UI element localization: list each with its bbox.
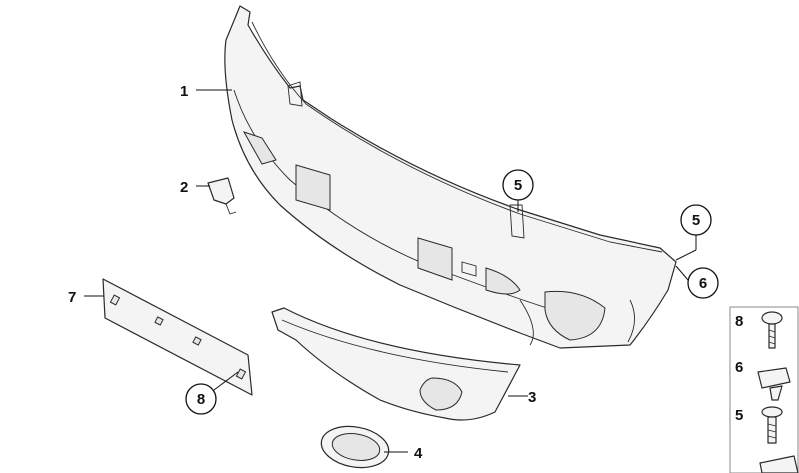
callout-1: 1 <box>180 83 188 100</box>
legend-label-6: 6 <box>735 359 743 376</box>
callout-4: 4 <box>414 445 423 462</box>
callout-circle-5a <box>502 169 534 201</box>
leader-8 <box>213 371 239 391</box>
lower-trim-part[interactable] <box>271 307 521 421</box>
nut-icon <box>759 455 799 473</box>
clip-6-icon <box>757 367 791 401</box>
screw-8-icon <box>761 311 783 349</box>
leader-6 <box>675 265 689 281</box>
screw-5-icon <box>761 406 783 444</box>
legend-box <box>729 306 799 473</box>
fastener-legend: 8 6 5 <box>729 306 799 473</box>
callout-circle-5b <box>680 204 712 236</box>
leader-5b-tail <box>675 249 697 261</box>
callout-7: 7 <box>68 289 76 306</box>
callout-circle-8 <box>185 383 217 415</box>
callout-5a: 5 <box>514 177 522 194</box>
fog-ring-part[interactable] <box>318 421 392 472</box>
legend-label-5: 5 <box>735 407 743 424</box>
bumper-part[interactable] <box>224 5 677 349</box>
legend-label-8: 8 <box>735 313 743 330</box>
callout-2: 2 <box>180 179 188 196</box>
callout-6: 6 <box>699 275 707 292</box>
callout-8: 8 <box>197 391 205 408</box>
cap-part[interactable] <box>207 177 237 215</box>
callout-circle-6 <box>687 267 719 299</box>
callout-5b: 5 <box>692 212 700 229</box>
callout-3: 3 <box>528 389 536 406</box>
license-plate-base-part[interactable] <box>102 278 253 396</box>
